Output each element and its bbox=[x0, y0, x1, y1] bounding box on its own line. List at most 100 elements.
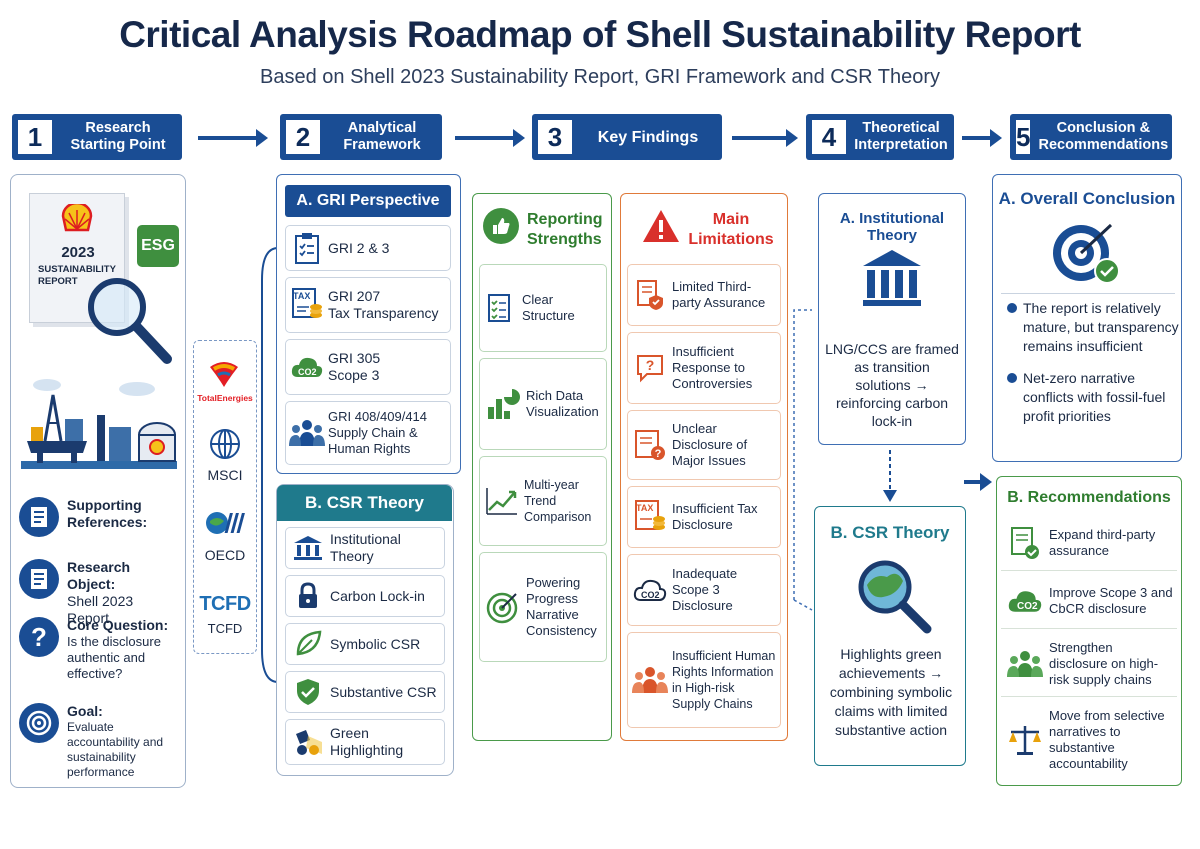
shell-logo-icon bbox=[61, 204, 93, 232]
institutional-theory-text: LNG/CCS are framed as transition solutio… bbox=[825, 341, 959, 429]
supporting-references-title: Supporting References: bbox=[67, 497, 148, 530]
bar-chart-icon bbox=[480, 387, 526, 421]
esg-badge: ESG bbox=[137, 225, 179, 267]
step-5-label: Conclusion & Recommendations bbox=[1038, 120, 1169, 153]
references-column: TotalEnergies MSCI OECD TCFD TCFD bbox=[193, 340, 257, 654]
csr-item-substantive-label: Substantive CSR bbox=[330, 683, 437, 700]
step-4-label: Theoretical Interpretation bbox=[854, 120, 948, 153]
recommendation-supply-chains-label: Strengthen disclosure on high-risk suppl… bbox=[1049, 639, 1159, 687]
csr-item-institutional: Institutional Theory bbox=[285, 527, 445, 569]
gri-heading: A. GRI Perspective bbox=[285, 185, 451, 217]
target-check-icon bbox=[1053, 223, 1120, 284]
step-5-header: 5 Conclusion & Recommendations bbox=[1010, 114, 1172, 160]
limitation-assurance: Limited Third-party Assurance bbox=[627, 264, 781, 326]
gri-item-305: CO2 GRI 305 Scope 3 bbox=[285, 339, 451, 395]
gri-item-408-label: GRI 408/409/414 Supply Chain & Human Rig… bbox=[328, 409, 428, 456]
recommendation-scope3-label: Improve Scope 3 and CbCR disclosure bbox=[1049, 584, 1173, 616]
question-bubble-icon: ? bbox=[628, 353, 672, 383]
report-title-line2: REPORT bbox=[38, 276, 78, 287]
warning-icon bbox=[643, 210, 679, 242]
institutional-theory-panel: A. Institutional Theory LNG/CCS are fram… bbox=[818, 193, 966, 445]
csr-item-lockin: Carbon Lock-in bbox=[285, 575, 445, 617]
step-4-number: 4 bbox=[810, 118, 848, 156]
list-question-icon: ? bbox=[628, 429, 672, 461]
csr-heading: B. CSR Theory bbox=[277, 485, 452, 521]
findings-to-theory-connector bbox=[793, 309, 813, 611]
svg-text:?: ? bbox=[646, 357, 655, 373]
supporting-references-item: Supporting References: bbox=[19, 497, 179, 553]
reporting-strengths-panel: Reporting Strengths Clear Structure Rich… bbox=[472, 193, 612, 741]
limitation-controversies-label: Insufficient Response to Controversies bbox=[672, 344, 753, 391]
people-icon bbox=[1001, 649, 1049, 679]
flow-arrow-theory-conclusion bbox=[964, 473, 992, 491]
co2-cloud-icon: CO2 bbox=[1001, 586, 1049, 616]
globe-icon bbox=[210, 429, 240, 459]
oecd-logo-icon bbox=[206, 512, 245, 534]
page-title: Critical Analysis Roadmap of Shell Susta… bbox=[119, 14, 1081, 55]
csr-item-institutional-label: Institutional Theory bbox=[330, 531, 401, 564]
document-icon bbox=[19, 497, 59, 537]
recommendation-scope3: CO2 Improve Scope 3 and CbCR disclosure bbox=[1001, 573, 1177, 629]
magnifier-icon bbox=[88, 278, 172, 364]
step-3-label: Key Findings bbox=[597, 128, 699, 146]
totalenergies-label: TotalEnergies bbox=[197, 393, 253, 403]
limitation-scope3-label: Inadequate Scope 3 Disclosure bbox=[672, 566, 738, 613]
people-icon bbox=[286, 418, 328, 448]
csr-theory-interpretation-heading: B. CSR Theory bbox=[830, 523, 950, 542]
scales-icon bbox=[1001, 724, 1049, 756]
research-starting-panel: 2023 SUSTAINABILITY REPORT ESG Supportin… bbox=[10, 174, 186, 788]
report-icon bbox=[19, 559, 59, 599]
recommendations-panel: B. Recommendations Expand third-party as… bbox=[996, 476, 1182, 786]
step-2-label: Analytical Framework bbox=[343, 120, 421, 153]
goal-target-icon bbox=[19, 703, 59, 743]
bullet-icon bbox=[1007, 303, 1017, 313]
recommendation-supply-chains: Strengthen disclosure on high-risk suppl… bbox=[1001, 631, 1177, 697]
msci-label: MSCI bbox=[207, 467, 243, 483]
strength-narrative: Powering Progress Narrative Consistency bbox=[479, 552, 607, 662]
gri-perspective-panel: A. GRI Perspective GRI 2 & 3 TAX GRI 207… bbox=[276, 174, 461, 474]
limitation-major-issues: ? Unclear Disclosure of Major Issues bbox=[627, 410, 781, 480]
conclusion-heading: A. Overall Conclusion bbox=[998, 189, 1176, 208]
strength-trend-label: Multi-year Trend Comparison bbox=[524, 478, 592, 524]
csr-item-symbolic: Symbolic CSR bbox=[285, 623, 445, 665]
oecd-label: OECD bbox=[204, 547, 246, 563]
limitation-assurance-label: Limited Third-party Assurance bbox=[672, 279, 766, 310]
green-magnifier-icon bbox=[858, 560, 932, 634]
core-question-item: ? Core Question: Is the disclosure authe… bbox=[19, 617, 179, 697]
tcfd-label: TCFD bbox=[207, 621, 243, 636]
co2-badge: CO2 bbox=[641, 590, 660, 600]
tax-icon: TAX bbox=[286, 287, 328, 323]
strength-rich-data: Rich Data Visualization bbox=[479, 358, 607, 450]
co2-badge: CO2 bbox=[298, 367, 317, 377]
flow-arrow-4-5 bbox=[962, 129, 1002, 147]
flow-arrow-1-2 bbox=[198, 129, 268, 147]
step-1-header: 1 Research Starting Point bbox=[12, 114, 182, 160]
step-1-label: Research Starting Point bbox=[70, 120, 166, 153]
report-document: 2023 SUSTAINABILITY REPORT bbox=[29, 193, 125, 323]
gri-item-2-3-label: GRI 2 & 3 bbox=[328, 239, 390, 256]
flow-arrow-3-4 bbox=[732, 129, 798, 147]
co2-cloud-icon: CO2 bbox=[628, 576, 672, 604]
limitations-heading: Main Limitations bbox=[688, 211, 774, 248]
clipboard-icon bbox=[286, 232, 328, 264]
recommendation-accountability: Move from selective narratives to substa… bbox=[1001, 699, 1177, 781]
totalenergies-logo-icon bbox=[210, 362, 238, 387]
document-check-icon bbox=[1001, 526, 1049, 560]
strength-rich-data-label: Rich Data Visualization bbox=[526, 388, 599, 419]
lock-icon bbox=[286, 582, 330, 610]
core-question-title: Core Question: bbox=[67, 617, 169, 633]
csr-theory-interpretation-panel: B. CSR Theory Highlights green achieveme… bbox=[814, 506, 966, 766]
bullet-icon bbox=[1007, 373, 1017, 383]
research-object-title: Research Object: bbox=[67, 559, 131, 592]
csr-item-green-highlighting: Green Highlighting bbox=[285, 719, 445, 765]
goal-text: Evaluate accountability and sustainabili… bbox=[67, 720, 164, 779]
goal-item: Goal: Evaluate accountability and sustai… bbox=[19, 703, 183, 779]
people-icon bbox=[628, 665, 672, 695]
limitation-human-rights-label: Insufficient Human Rights Information in… bbox=[672, 649, 776, 711]
oil-platform-icon bbox=[21, 379, 177, 469]
tax-badge: TAX bbox=[293, 291, 311, 301]
step-1-number: 1 bbox=[16, 118, 54, 156]
gri-item-408: GRI 408/409/414 Supply Chain & Human Rig… bbox=[285, 401, 451, 465]
page-subtitle: Based on Shell 2023 Sustainability Repor… bbox=[260, 66, 940, 88]
gri-item-305-label: GRI 305 Scope 3 bbox=[328, 350, 381, 383]
